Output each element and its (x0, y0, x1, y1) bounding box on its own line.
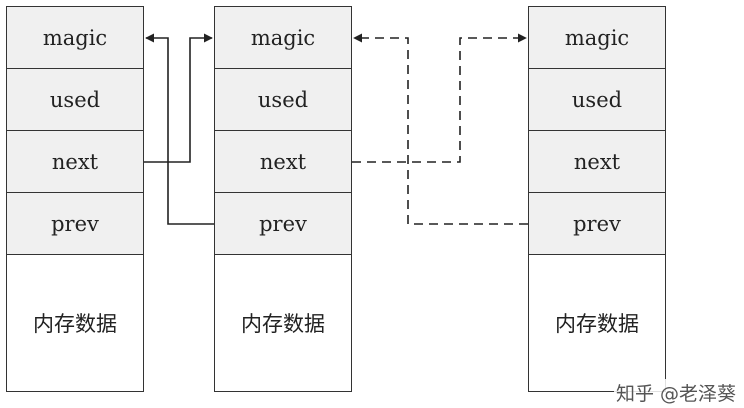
field-used: used (7, 69, 143, 131)
memory-block-1: magic used next prev 内存数据 (6, 6, 144, 392)
memory-data: 内存数据 (215, 255, 351, 391)
field-used: used (529, 69, 665, 131)
memory-data: 内存数据 (529, 255, 665, 391)
field-magic: magic (215, 7, 351, 69)
field-magic: magic (7, 7, 143, 69)
prev-arrow-2-to-1 (145, 33, 214, 225)
field-prev: prev (215, 193, 351, 255)
field-next: next (7, 131, 143, 193)
next-arrow-2-to-3 (352, 33, 527, 163)
memory-data: 内存数据 (7, 255, 143, 391)
next-arrow-1-to-2 (144, 33, 213, 163)
field-next: next (529, 131, 665, 193)
field-prev: prev (529, 193, 665, 255)
field-next: next (215, 131, 351, 193)
watermark: 知乎 @老泽葵 (613, 379, 738, 406)
memory-block-3: magic used next prev 内存数据 (528, 6, 666, 392)
memory-block-2: magic used next prev 内存数据 (214, 6, 352, 392)
prev-arrow-3-to-2 (353, 33, 528, 225)
field-prev: prev (7, 193, 143, 255)
field-magic: magic (529, 7, 665, 69)
field-used: used (215, 69, 351, 131)
